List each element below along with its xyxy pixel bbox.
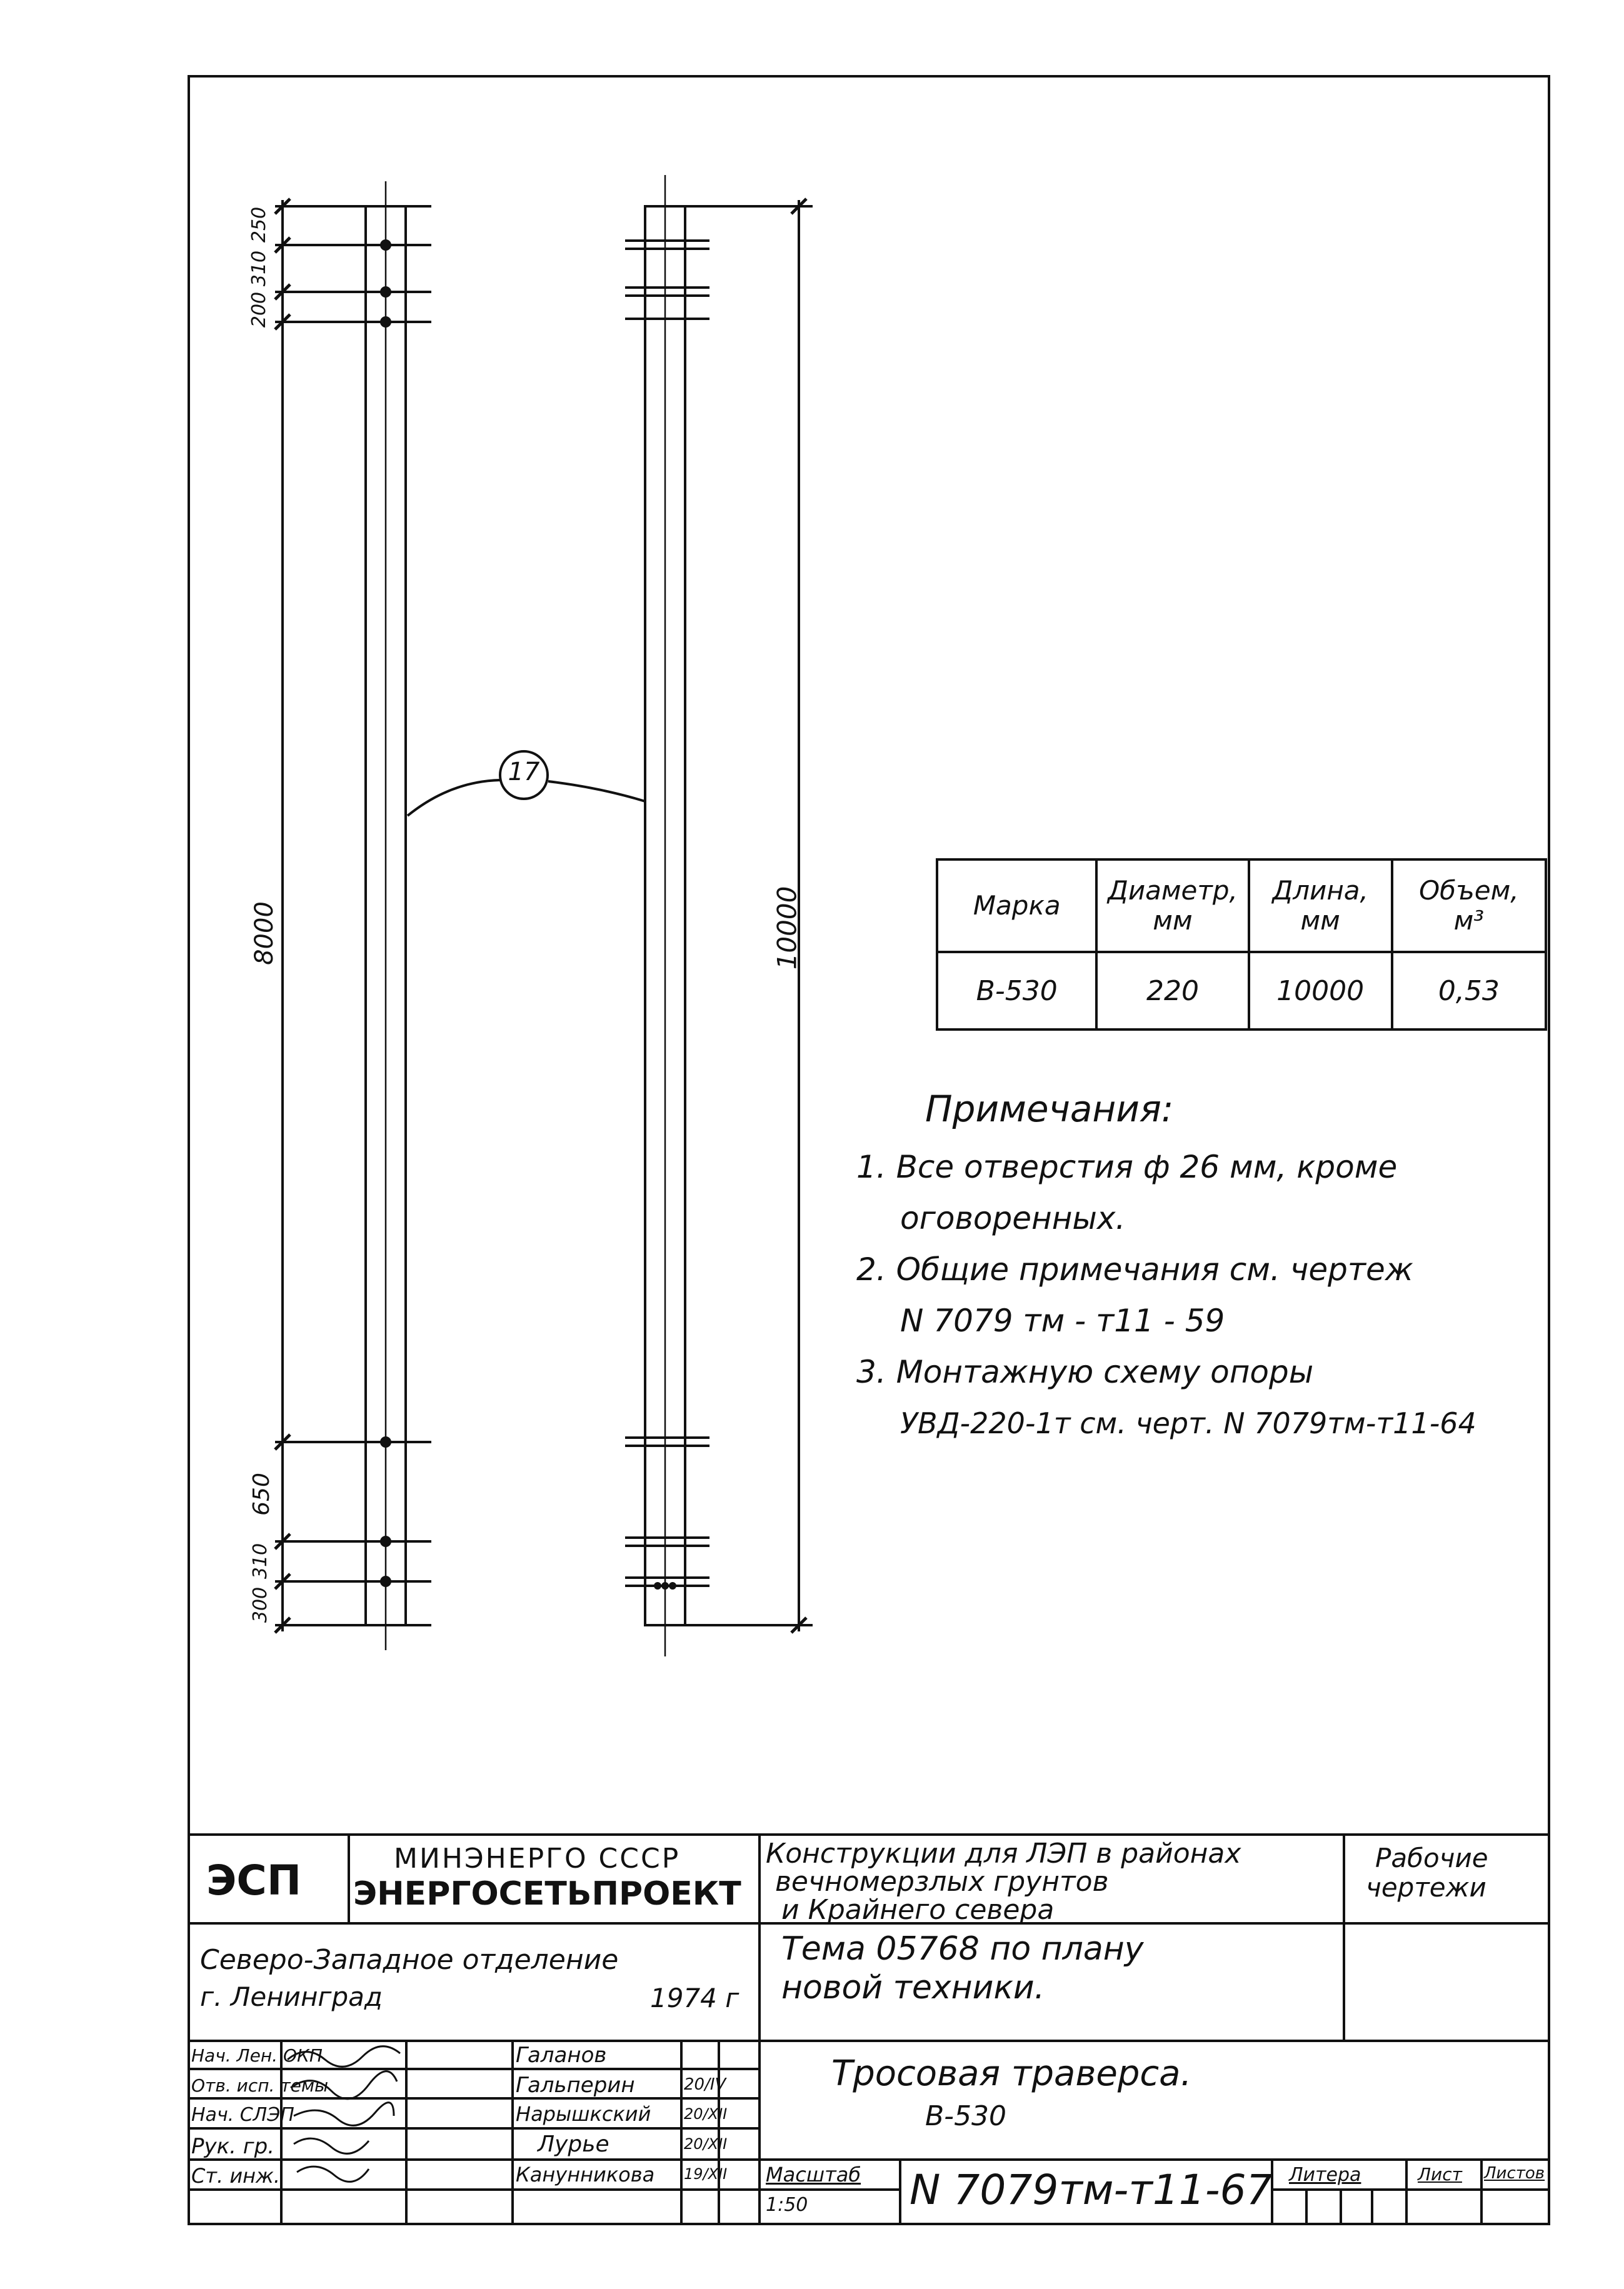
header-mark: Марка	[935, 858, 1098, 953]
notes: Примечания: 1. Все отверстия ф 26 мм, кр…	[856, 1088, 1550, 1449]
scale-value: 1:50	[766, 2194, 808, 2216]
dim-8000: 8000	[249, 901, 279, 965]
part-label-circle	[499, 750, 549, 800]
staff-date-4: 20/XII	[684, 2135, 728, 2153]
staff-role-5: Ст. инж.	[191, 2164, 281, 2188]
theme-line-2: новой техники.	[781, 1969, 1045, 2006]
sheets-label: Листов	[1484, 2164, 1545, 2183]
project-title-line-3: и Крайнего севера	[781, 1894, 1055, 1926]
note-1-line-1: 1. Все отверстия ф 26 мм, кроме	[856, 1149, 1398, 1185]
staff-date-2: 20/IV	[684, 2075, 726, 2094]
dim-650: 650	[248, 1473, 274, 1516]
part-label: 17	[508, 758, 540, 786]
project-title-line-1: Конструкции для ЛЭП в районах	[766, 1838, 1241, 1870]
header-volume: Объем, м³	[1390, 858, 1548, 953]
theme-line-1: Тема 05768 по плану	[781, 1930, 1144, 1968]
staff-name-3: Нарышкский	[516, 2102, 651, 2126]
scale-label: Масштаб	[766, 2163, 861, 2186]
staff-name-1: Галанов	[516, 2043, 607, 2068]
drawing-mark: В-530	[925, 2100, 1007, 2132]
cell-diameter: 220	[1095, 951, 1250, 1031]
org-short: ЭСП	[206, 1856, 302, 1905]
notes-title: Примечания:	[925, 1088, 1174, 1130]
staff-name-2: Гальперин	[516, 2073, 635, 2098]
staff-date-5: 19/XII	[684, 2165, 728, 2183]
drawing-name: Тросовая траверса.	[831, 2053, 1192, 2094]
dim-250: 250	[248, 206, 271, 243]
ministry: МИНЭНЕРГО СССР	[394, 1843, 681, 1875]
staff-name-4: Лурье	[538, 2131, 609, 2157]
note-1-line-2: оговоренных.	[900, 1200, 1126, 1236]
sheet-label: Лист	[1418, 2164, 1462, 2185]
signatures	[287, 2045, 401, 2183]
leader-right	[548, 780, 646, 803]
leader-left	[406, 779, 501, 817]
staff-role-4: Рук. гр.	[191, 2134, 275, 2159]
dim-300-bottom: 300	[249, 1586, 272, 1623]
note-3-line-2: УВД-220-1т см. черт. N 7079тм-т11-64	[900, 1406, 1476, 1440]
drawing-number: N 7079тм-т11-67	[910, 2166, 1273, 2214]
sheet-frame	[188, 75, 1550, 2225]
year: 1974 г	[650, 1983, 739, 2013]
note-2-line-2: N 7079 тм - т11 - 59	[900, 1303, 1225, 1339]
branch: Северо-Западное отделение	[200, 1944, 619, 1976]
staff-role-3: Нач. СЛЭП	[191, 2104, 294, 2126]
city: г. Ленинград	[200, 1981, 383, 2012]
cell-mark: В-530	[935, 951, 1098, 1031]
dim-200: 200	[248, 291, 271, 328]
dim-10000: 10000	[771, 886, 803, 970]
staff-date-3: 20/XII	[684, 2105, 728, 2123]
litera-label: Литера	[1289, 2164, 1361, 2186]
cell-volume: 0,53	[1390, 951, 1548, 1031]
note-3-line-1: 3. Монтажную схему опоры	[856, 1354, 1314, 1390]
stage-line-2: чертежи	[1366, 1872, 1486, 1903]
staff-role-1: Нач. Лен. ОКП	[191, 2045, 323, 2066]
header-diameter: Диаметр, мм	[1095, 858, 1250, 953]
staff-role-2: Отв. исп. темы	[191, 2075, 329, 2096]
note-2-line-1: 2. Общие примечания см. чертеж	[856, 1251, 1413, 1288]
header-length: Длина, мм	[1247, 858, 1393, 953]
dim-310-bottom: 310	[249, 1543, 272, 1580]
stage-line-1: Рабочие	[1375, 1843, 1488, 1873]
staff-name-5: Канунникова	[516, 2163, 655, 2186]
spec-table: Марка Диаметр, мм Длина, мм Объем, м³ В-…	[935, 858, 1548, 1031]
project-title-line-2: вечномерзлых грунтов	[775, 1866, 1109, 1898]
cell-length: 10000	[1247, 951, 1393, 1031]
dim-310: 310	[248, 250, 271, 287]
spec-table-header: Марка Диаметр, мм Длина, мм Объем, м³	[935, 858, 1548, 953]
org-full: ЭНЕРГОСЕТЬПРОЕКТ	[353, 1875, 741, 1913]
table-row: В-530 220 10000 0,53	[935, 951, 1548, 1031]
